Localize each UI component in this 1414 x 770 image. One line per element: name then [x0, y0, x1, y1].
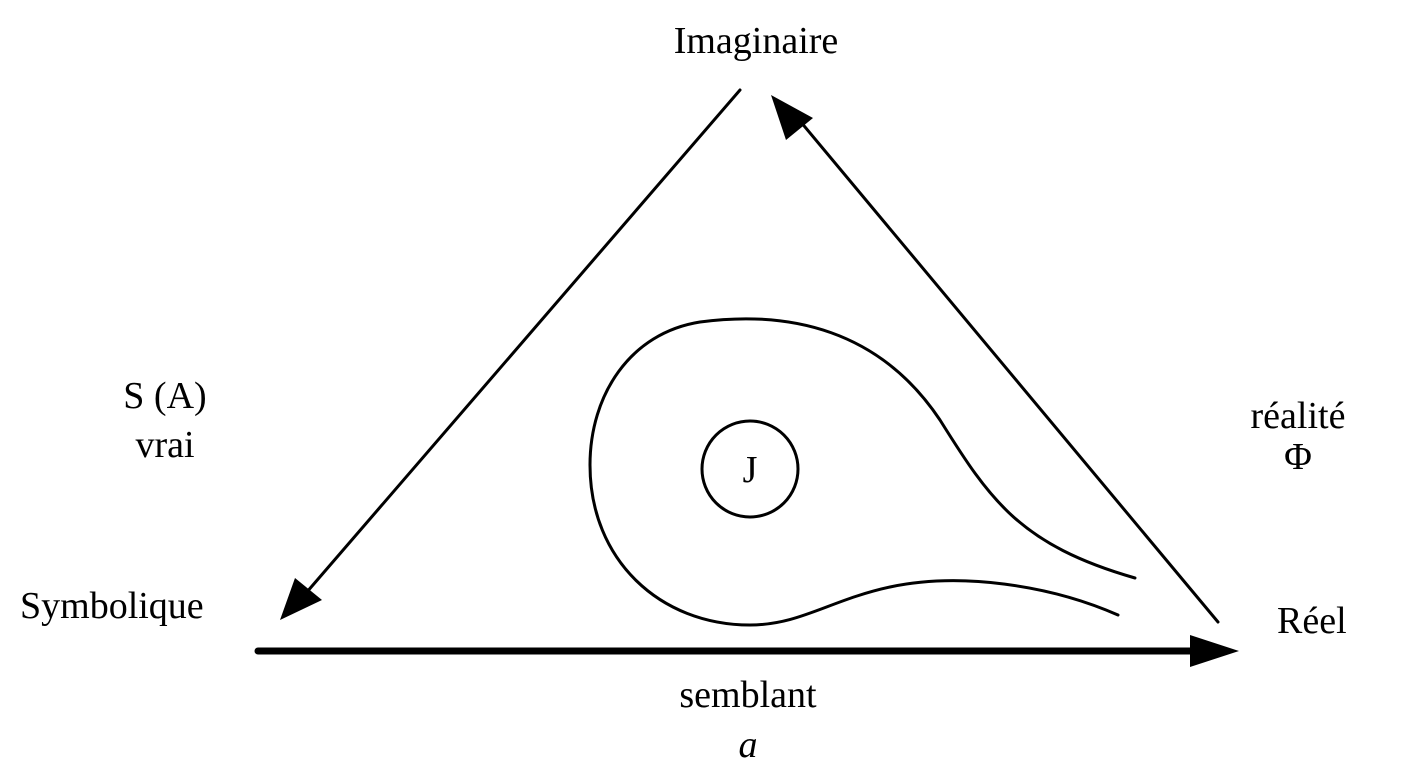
edge-label-left-line1: S (A) — [123, 375, 207, 417]
edge-label-right-line2: Φ — [1284, 436, 1312, 478]
center-label-j: J — [742, 449, 758, 491]
edge-imaginaire-to-symbolique — [298, 88, 742, 602]
center-circle — [700, 419, 800, 519]
arrowhead-reel-icon — [1190, 635, 1239, 667]
arrowhead-imaginaire-icon — [771, 95, 813, 140]
edge-label-bottom-line2: a — [738, 724, 758, 766]
edge-label-right-line1: réalité — [1250, 395, 1346, 437]
edge-reel-to-imaginaire — [793, 113, 1220, 624]
edge-label-left-line2: vrai — [135, 424, 195, 466]
edge-label-bottom-line1: semblant — [679, 674, 817, 716]
teardrop-curve — [588, 317, 1137, 627]
vertex-label-symbolique: Symbolique — [20, 585, 204, 627]
vertex-label-reel: Réel — [1277, 600, 1347, 642]
arrowhead-symbolique-icon — [280, 578, 322, 620]
vertex-label-imaginaire: Imaginaire — [673, 20, 839, 62]
